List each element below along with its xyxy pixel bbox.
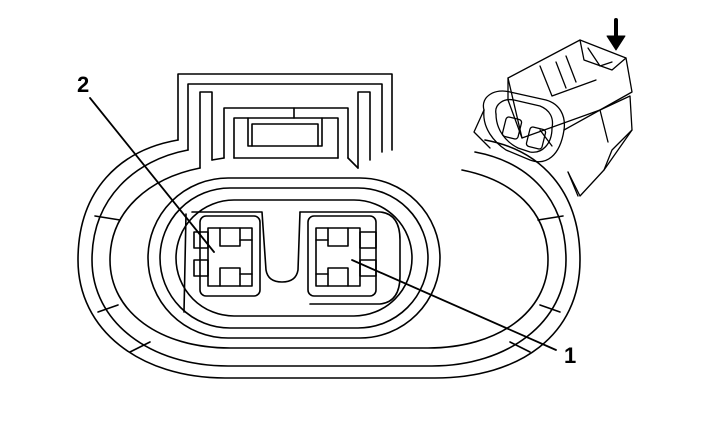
terminal-cavity-1 bbox=[299, 211, 401, 305]
cavity-frame bbox=[147, 177, 441, 339]
leader-line-2 bbox=[89, 97, 215, 253]
callout-label-2: 2 bbox=[77, 72, 90, 97]
terminal-cavity-2 bbox=[191, 211, 301, 297]
leader-line-1 bbox=[351, 259, 557, 351]
arrow-down-icon bbox=[606, 18, 626, 51]
callout-label-1: 1 bbox=[564, 343, 577, 368]
latch bbox=[177, 73, 393, 169]
housing-outline bbox=[77, 139, 581, 379]
connector-perspective-inset bbox=[473, 39, 633, 197]
